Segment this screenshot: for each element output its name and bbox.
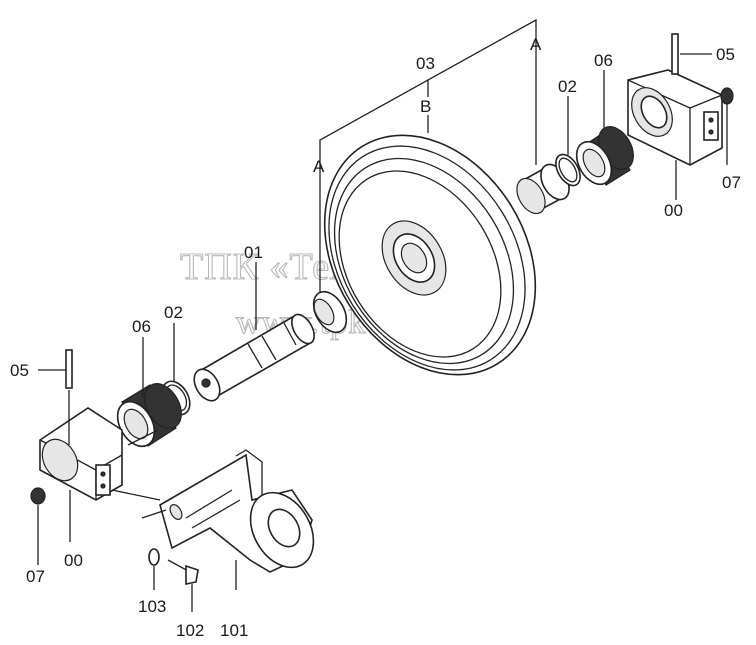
floating-seal-left [116, 383, 182, 448]
o-ring-right [555, 153, 581, 187]
plug-left [30, 487, 46, 565]
snap-ring [148, 548, 160, 566]
floating-seal-right [575, 126, 634, 186]
label-03: 03 [416, 54, 435, 73]
bolt [167, 559, 199, 612]
label-101: 101 [220, 621, 248, 640]
label-a-left: A [313, 157, 325, 176]
bracket-housing-right [627, 69, 723, 166]
label-00-left: 00 [64, 551, 83, 570]
label-07-left: 07 [26, 567, 45, 586]
label-01: 01 [244, 243, 263, 262]
shaft [193, 313, 315, 402]
label-06-left: 06 [132, 317, 151, 336]
label-103: 103 [138, 597, 166, 616]
label-02-right: 02 [558, 77, 577, 96]
bushing-left [312, 290, 348, 334]
bracket-housing-left [39, 407, 123, 501]
label-102: 102 [176, 621, 204, 640]
idler-wheel [323, 134, 537, 376]
label-02-left: 02 [164, 303, 183, 322]
label-a-top: A [530, 35, 542, 54]
pin-right [671, 33, 679, 75]
bushing-right [516, 163, 570, 215]
yoke [159, 449, 315, 573]
label-05-right: 05 [716, 45, 735, 64]
plug-right [720, 87, 734, 165]
pin-left [65, 349, 73, 389]
label-00-right: 00 [664, 201, 683, 220]
label-06-right: 06 [594, 51, 613, 70]
label-05-left: 05 [10, 361, 29, 380]
assembly-bracket [319, 18, 537, 292]
label-07-right: 07 [722, 173, 741, 192]
label-b: B [420, 97, 431, 116]
